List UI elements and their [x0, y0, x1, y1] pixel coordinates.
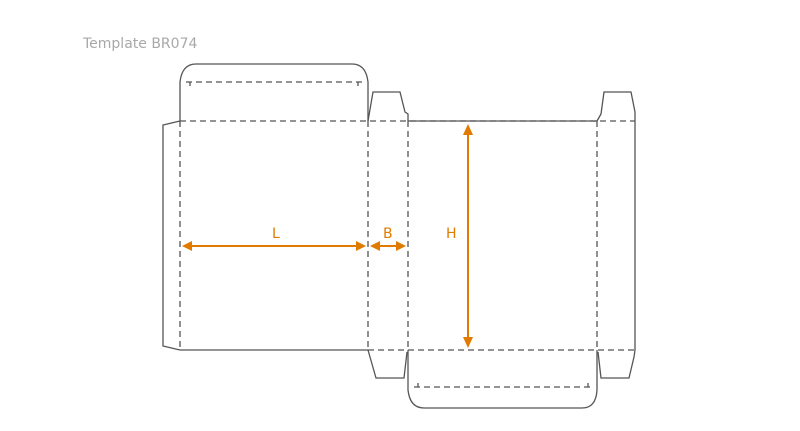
top-tuck-flap: [179, 63, 369, 121]
template-title: Template BR074: [83, 36, 198, 52]
breadth-arrowhead-left: [370, 241, 380, 251]
dimensions: L B H: [182, 124, 473, 348]
bottom-tuck-flap: [407, 350, 598, 409]
bottom-tuck-fold: [414, 383, 591, 388]
bottom-dust-flap-left: [367, 349, 408, 379]
top-tuck-fold: [186, 81, 362, 86]
height-arrowhead-top: [463, 124, 473, 135]
top-dust-flap-right: [596, 91, 636, 122]
breadth-arrowhead-right: [396, 241, 406, 251]
cut-lines: [162, 63, 636, 409]
breadth-label: B: [383, 226, 393, 242]
height-label: H: [446, 226, 457, 242]
bottom-dust-flap-right: [597, 349, 636, 379]
height-arrowhead-bottom: [463, 337, 473, 348]
top-dust-flap-left: [367, 91, 409, 122]
length-label: L: [272, 226, 280, 242]
glue-flap: [162, 120, 181, 351]
length-arrowhead-right: [356, 241, 366, 251]
fold-lines: [179, 81, 635, 388]
length-arrowhead-left: [182, 241, 192, 251]
